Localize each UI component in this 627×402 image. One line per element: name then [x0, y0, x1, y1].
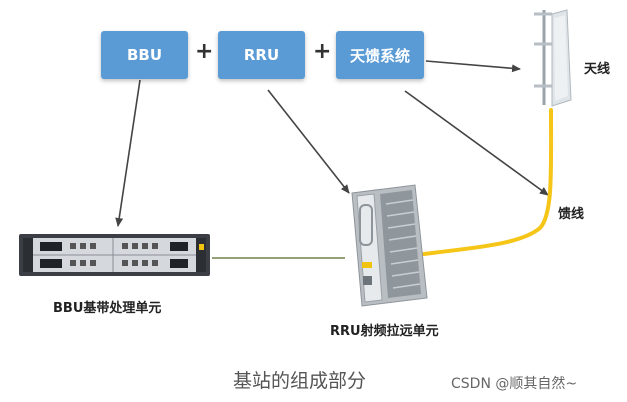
arrow-bbu-to-bbu-unit: [115, 79, 141, 227]
antenna-label: 天线: [584, 62, 611, 77]
arrow-feeder-to-antenna: [425, 60, 521, 73]
arrow-rru-to-rru-unit: [267, 89, 350, 194]
rru-unit-label: RRU射频拉远单元: [330, 324, 439, 339]
rru-box: RRU: [218, 31, 305, 79]
plus-sign: +: [313, 39, 332, 64]
bbu-box: BBU: [101, 31, 188, 79]
feeder-label: 馈线: [558, 207, 585, 222]
bbu-chassis-image: [19, 234, 210, 276]
feeder-system-box: 天馈系统: [336, 31, 424, 79]
figure-caption: 基站的组成部分: [233, 370, 367, 392]
antenna-image: [534, 9, 572, 107]
bbu-unit-label: BBU基带处理单元: [53, 301, 162, 316]
watermark: CSDN @顺其自然~: [451, 376, 578, 392]
rru-device-image: [351, 184, 428, 307]
plus-sign: +: [195, 39, 214, 64]
feeder-cable: [422, 108, 554, 256]
arrow-feeder-to-cable: [404, 90, 549, 196]
